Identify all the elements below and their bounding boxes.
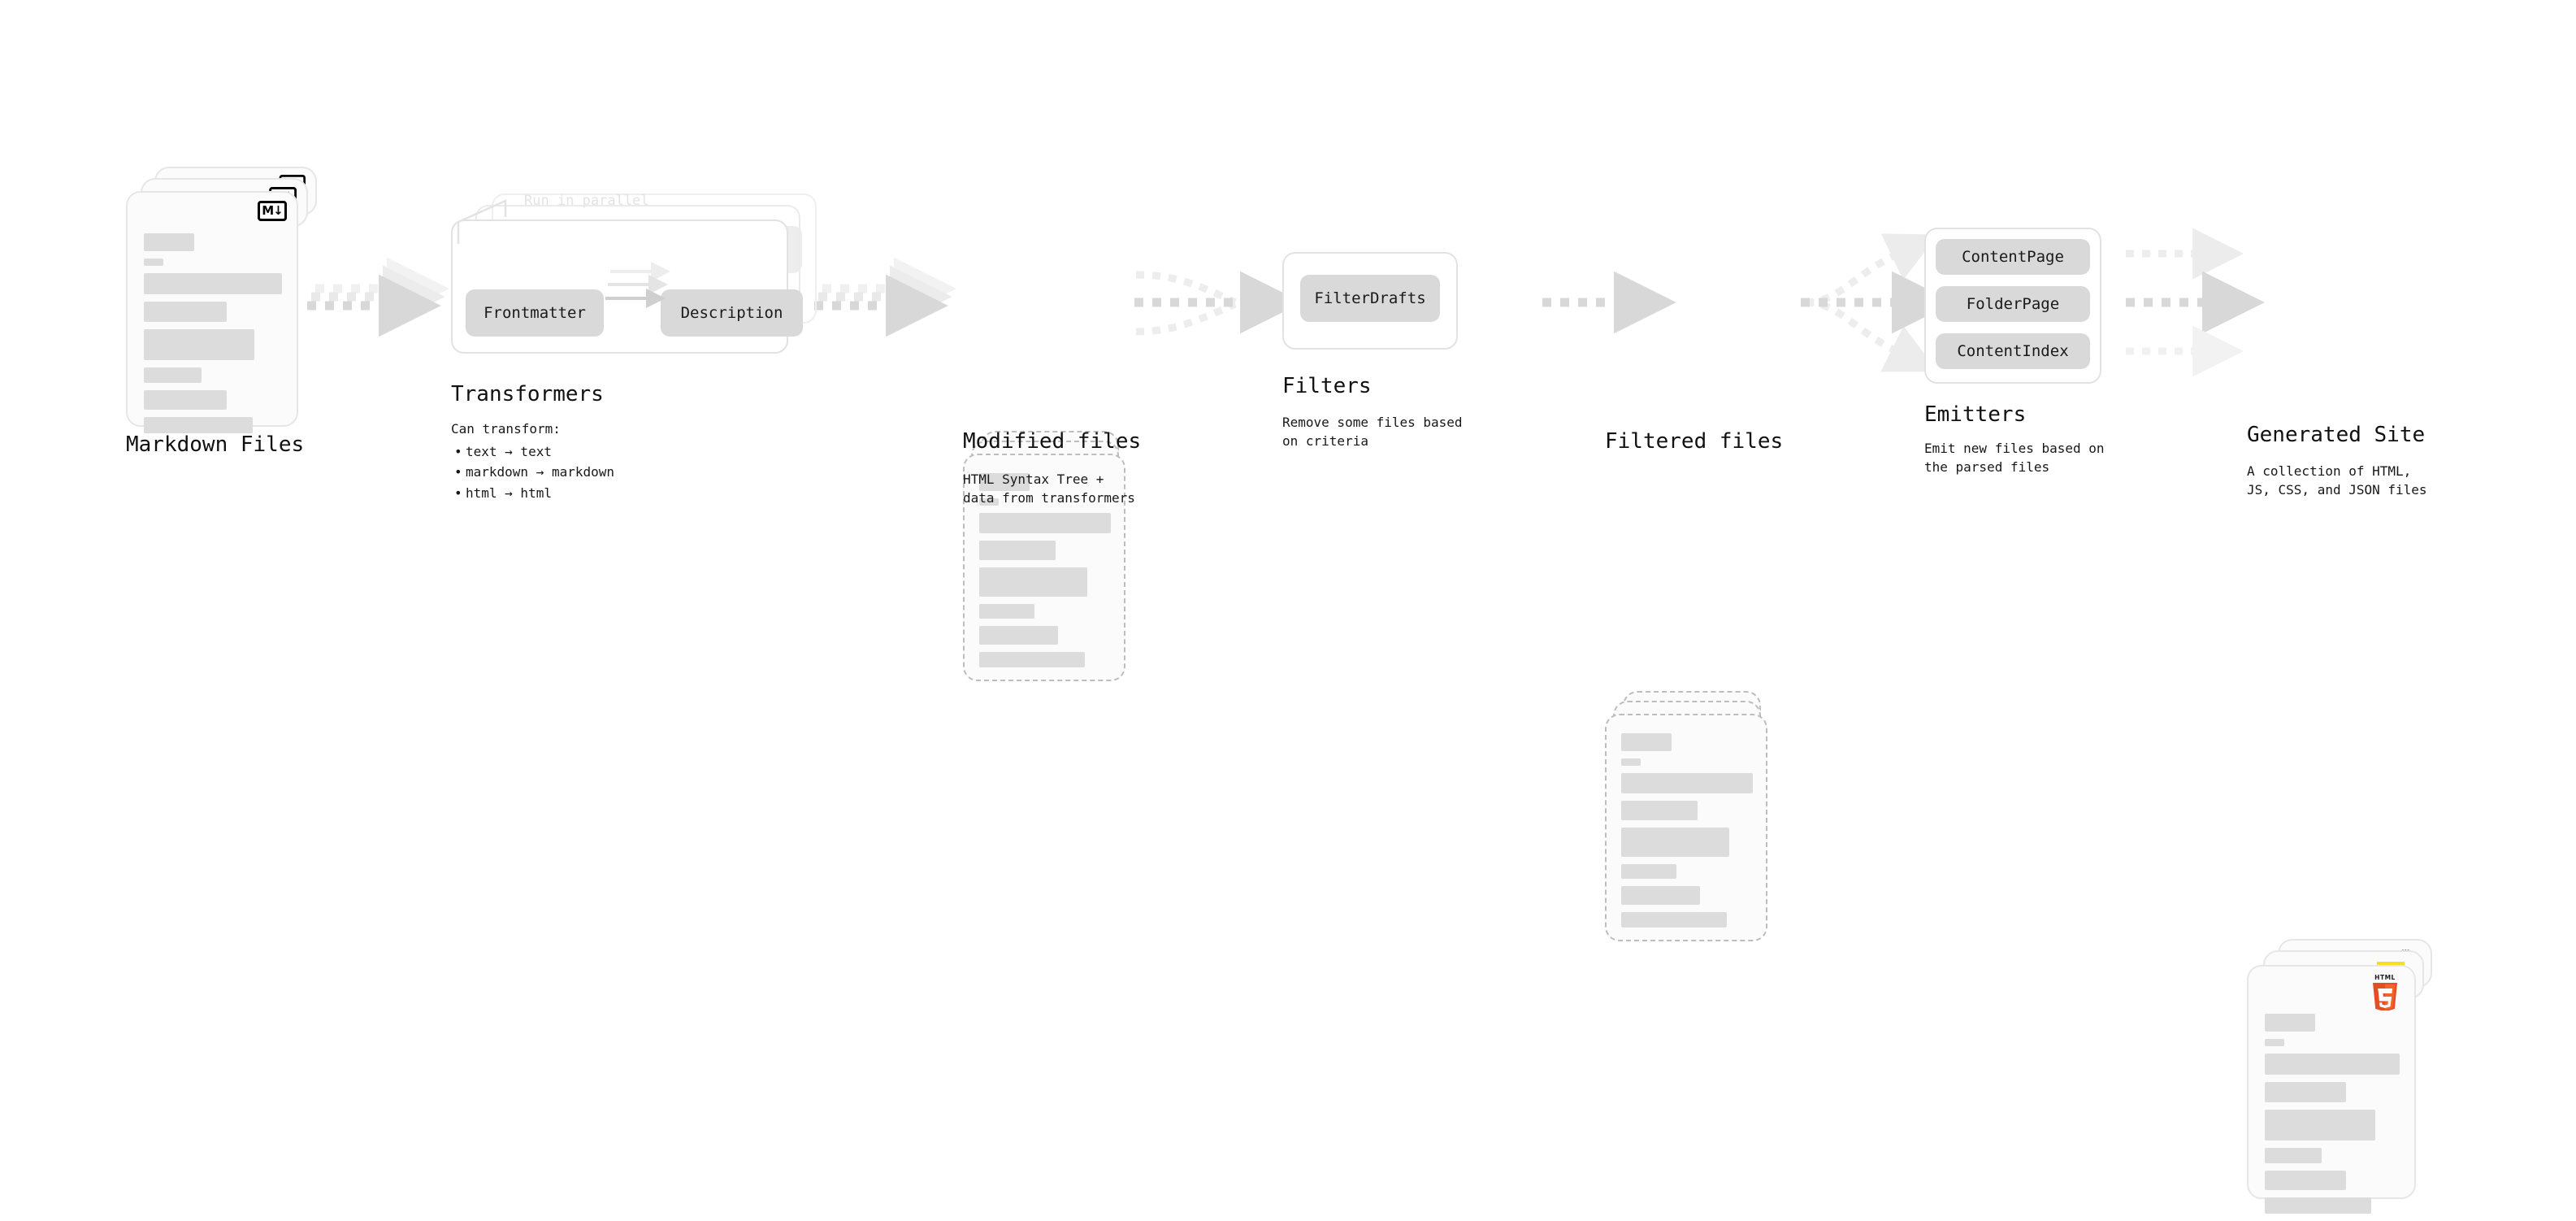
filter-pill-filterdrafts[interactable]: FilterDrafts — [1300, 275, 1440, 322]
modified-files-stack — [963, 431, 1150, 691]
html5-badge-icon: HTML — [2373, 974, 2397, 1010]
caption-modified-files: Modified files — [963, 429, 1142, 454]
transformers-bullet-list: Can transform: text → text markdown → ma… — [451, 419, 614, 503]
filters-group: FilterDrafts — [1282, 252, 1461, 350]
run-in-parallel-leader — [457, 199, 507, 244]
arrow-transformers-to-modified — [814, 257, 956, 337]
caption-generated-site: Generated Site — [2247, 423, 2426, 447]
modified-file-card-front — [963, 454, 1125, 681]
caption-filters: Filters — [1282, 374, 1372, 398]
description-filters: Remove some files based on criteria — [1282, 415, 1463, 450]
caption-emitters: Emitters — [1924, 402, 2027, 427]
emitter-pill-folderpage[interactable]: FolderPage — [1936, 286, 2090, 322]
transformer-pill-description[interactable]: Description — [661, 289, 803, 337]
site-file-card-html: HTML — [2247, 965, 2416, 1214]
bullet-item: html → html — [454, 483, 614, 504]
bullet-item: markdown → markdown — [454, 462, 614, 483]
arrow-filtered-to-emitters — [1801, 233, 1954, 372]
emitters-group: ContentPage FolderPage ContentIndex — [1924, 228, 2111, 384]
run-in-parallel-label: Run in parallel — [524, 193, 649, 209]
pipeline-diagram: M↓ M↓ M↓ Markdown Files — [0, 0, 2576, 681]
bullet-item: text → text — [454, 441, 614, 463]
description-generated-site: A collection of HTML, JS, CSS, and JSON … — [2247, 463, 2427, 498]
filtered-file-card-front — [1605, 714, 1767, 941]
description-modified-files: HTML Syntax Tree + data from transformer… — [963, 471, 1135, 506]
description-emitters: Emit new files based on the parsed files — [1924, 441, 2105, 476]
transformers-group: Frontmatter Description — [451, 193, 825, 364]
caption-filtered-files: Filtered files — [1605, 429, 1784, 454]
placeholder-lines — [2265, 1014, 2400, 1221]
placeholder-lines — [979, 473, 1111, 675]
markdown-files-stack: M↓ M↓ M↓ — [126, 167, 337, 433]
placeholder-lines — [144, 233, 282, 441]
markdown-file-card-front: M↓ — [126, 191, 298, 433]
transformer-pill-frontmatter[interactable]: Frontmatter — [466, 289, 604, 337]
markdown-badge-icon: M↓ — [258, 201, 287, 221]
generated-site-stack: CSS HTML — [2247, 939, 2450, 1214]
emitter-pill-contentindex[interactable]: ContentIndex — [1936, 333, 2090, 369]
transformer-inner-arrows — [605, 262, 670, 308]
arrow-emitters-to-site — [2126, 228, 2265, 377]
filtered-files-stack — [1605, 691, 1792, 951]
placeholder-lines — [1621, 733, 1753, 935]
emitter-pill-contentpage[interactable]: ContentPage — [1936, 239, 2090, 275]
svg-text:HTML: HTML — [2374, 974, 2396, 981]
bullets-header: Can transform: — [451, 421, 561, 437]
arrow-modified-to-filters — [1134, 271, 1303, 336]
caption-transformers: Transformers — [451, 382, 604, 406]
caption-markdown-files: Markdown Files — [126, 432, 305, 457]
